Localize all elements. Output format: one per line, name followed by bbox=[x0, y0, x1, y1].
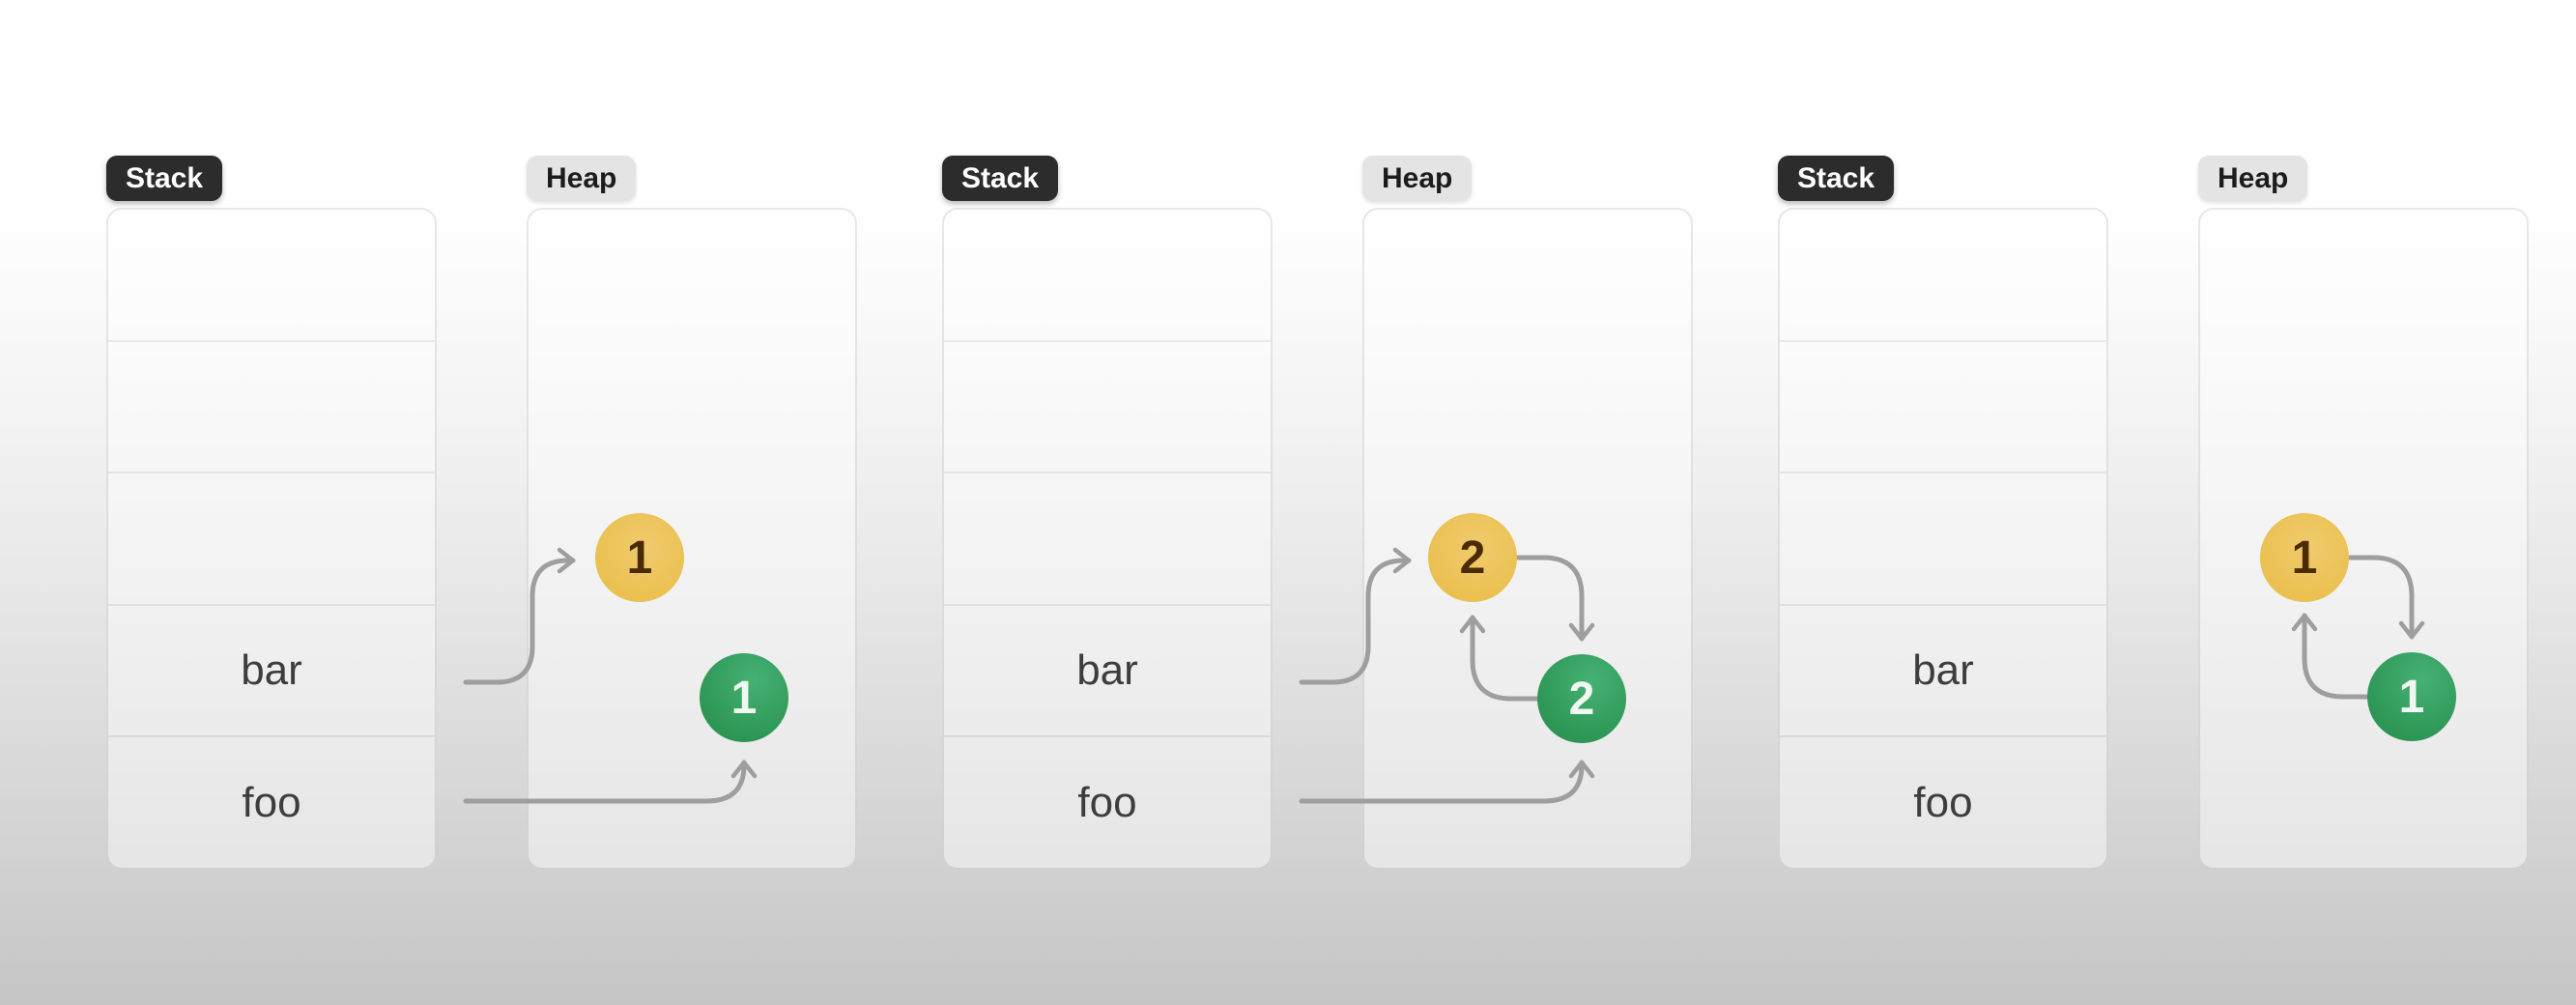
stack-row-empty-2 bbox=[944, 339, 1271, 473]
arrow-bar-to-yellow-1 bbox=[463, 547, 576, 685]
heap-object-green: 1 bbox=[2367, 652, 2456, 741]
heap-column bbox=[2198, 208, 2529, 870]
heap-object-yellow: 2 bbox=[1428, 513, 1517, 602]
stack-column: bar foo bbox=[106, 208, 437, 870]
stack-row-foo: foo bbox=[1780, 735, 2106, 868]
heap-object-green: 1 bbox=[700, 653, 788, 742]
stack-row-empty-3 bbox=[108, 472, 435, 604]
stack-row-empty-2 bbox=[108, 339, 435, 473]
arrow-foo-to-green-1 bbox=[463, 760, 758, 804]
stack-column: bar foo bbox=[1778, 208, 2108, 870]
heap-column bbox=[527, 208, 857, 870]
arrow-yellow-to-green-3 bbox=[2347, 555, 2425, 640]
heap-object-yellow: 1 bbox=[595, 513, 684, 602]
heap-column bbox=[1362, 208, 1693, 870]
stack-badge: Stack bbox=[942, 156, 1059, 201]
stack-row-foo: foo bbox=[108, 735, 435, 868]
stack-row-empty-3 bbox=[944, 472, 1271, 604]
stack-row-bar: bar bbox=[944, 603, 1271, 736]
heap-object-green: 2 bbox=[1537, 654, 1626, 743]
stack-row-foo: foo bbox=[944, 735, 1271, 868]
stack-row-bar: bar bbox=[108, 603, 435, 736]
arrow-green-to-yellow-3 bbox=[2291, 613, 2369, 700]
arrow-green-to-yellow-2 bbox=[1459, 615, 1539, 702]
stack-row-bar: bar bbox=[1780, 603, 2106, 736]
stack-badge: Stack bbox=[1778, 156, 1895, 201]
stack-badge: Stack bbox=[106, 156, 223, 201]
stack-column: bar foo bbox=[942, 208, 1273, 870]
heap-badge: Heap bbox=[527, 156, 637, 201]
stack-row-empty-3 bbox=[1780, 472, 2106, 604]
arrow-foo-to-green-2 bbox=[1299, 760, 1595, 804]
heap-badge: Heap bbox=[2198, 156, 2308, 201]
heap-badge: Heap bbox=[1362, 156, 1473, 201]
heap-object-yellow: 1 bbox=[2260, 513, 2349, 602]
stack-row-empty-2 bbox=[1780, 339, 2106, 473]
arrow-bar-to-yellow-2 bbox=[1299, 547, 1412, 685]
arrow-yellow-to-green-2 bbox=[1515, 555, 1595, 642]
